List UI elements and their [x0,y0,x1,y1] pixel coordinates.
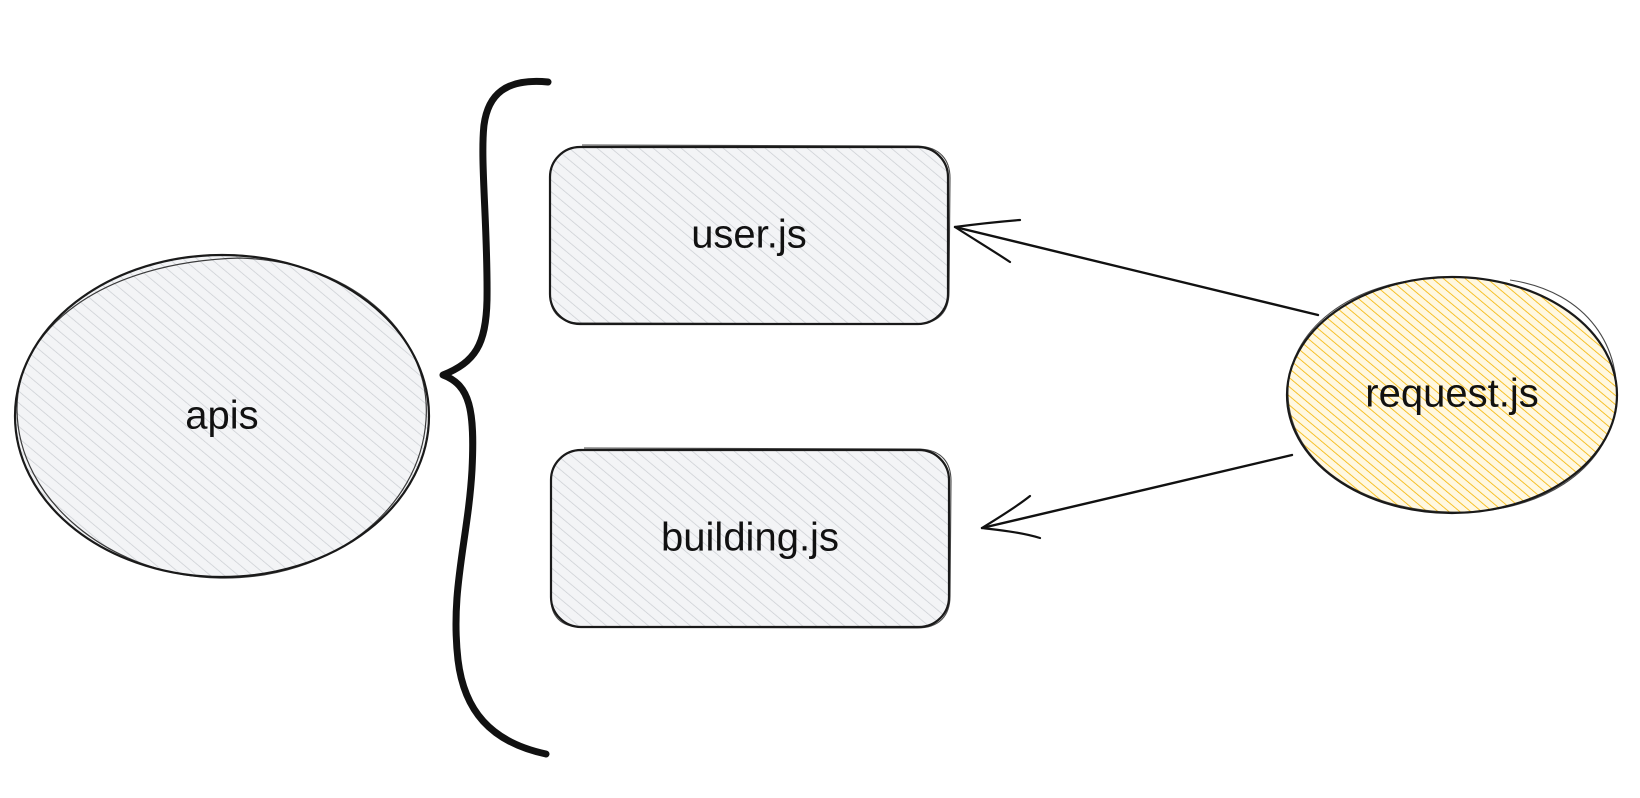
node-request-js[interactable]: request.js [1285,275,1619,515]
apis-label: apis [185,394,258,438]
apis-ellipse-sketch-stroke [16,257,427,579]
user-js-box-sketch-stroke [549,144,951,325]
building-js-box-sketch-stroke [550,447,952,629]
arrow-request-to-building [980,453,1294,540]
node-apis[interactable]: apis [13,253,431,579]
node-user-js[interactable]: user.js [548,144,951,326]
apis-ellipse [13,253,431,579]
arrow-request-to-building-head [980,494,1042,540]
user-js-label: user.js [691,213,807,257]
curly-brace-path [439,77,552,758]
arrow-request-to-building-line [980,453,1294,530]
arrow-request-to-user-line [953,225,1320,317]
node-building-js[interactable]: building.js [549,447,952,629]
request-js-ellipse-sketch-stroke [1287,277,1618,513]
curly-brace [439,77,552,758]
building-js-label: building.js [661,516,839,560]
arrow-request-to-user-head [953,218,1022,264]
request-js-label: request.js [1365,372,1538,416]
arrow-request-to-user [953,218,1320,317]
